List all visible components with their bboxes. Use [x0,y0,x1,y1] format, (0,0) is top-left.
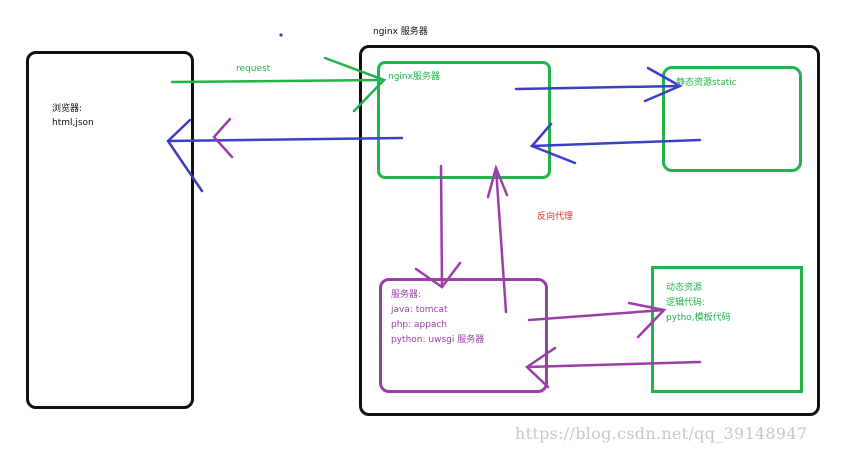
app-server-java: java: tomcat [391,305,448,315]
proxy-down-arrow [414,164,462,289]
proxy-up-arrow [486,164,509,314]
dynamic-python: pytho,模板代码 [666,313,731,323]
nginx-server-box [377,61,551,179]
browser-box [26,51,194,409]
watermark: https://blog.csdn.net/qq_39148947 [515,424,808,443]
dynamic-to-app-arrow [525,346,702,389]
response-arrow-purple-head [212,117,234,159]
reverse-proxy-label: 反向代理 [537,212,574,222]
nginx-server-container [359,45,820,416]
request-label: request [236,64,271,74]
nginx-to-static-arrow [514,66,683,103]
static-resource-box [662,66,802,172]
browser-formats: html,json [52,118,94,128]
dynamic-resource-box [651,266,803,393]
app-server-title: 服务器: [391,290,422,300]
app-server-box [379,278,548,393]
server-title: nginx 服务器 [373,27,428,37]
dynamic-logic: 逻辑代码: [666,298,706,308]
browser-title: 浏览器: [52,104,83,114]
stray-dot [279,33,283,37]
app-server-php: php: appach [391,320,448,330]
request-arrow [170,56,387,113]
nginx-inner-label: nginx服务器 [388,72,440,82]
app-server-python: python: uwsgi 服务器 [391,335,485,345]
app-to-dynamic-arrow [527,301,667,339]
static-to-nginx-arrow [529,122,702,165]
static-resource-label: 静态资源static [676,78,737,88]
response-arrow [166,118,404,193]
dynamic-title: 动态资源 [666,283,703,293]
